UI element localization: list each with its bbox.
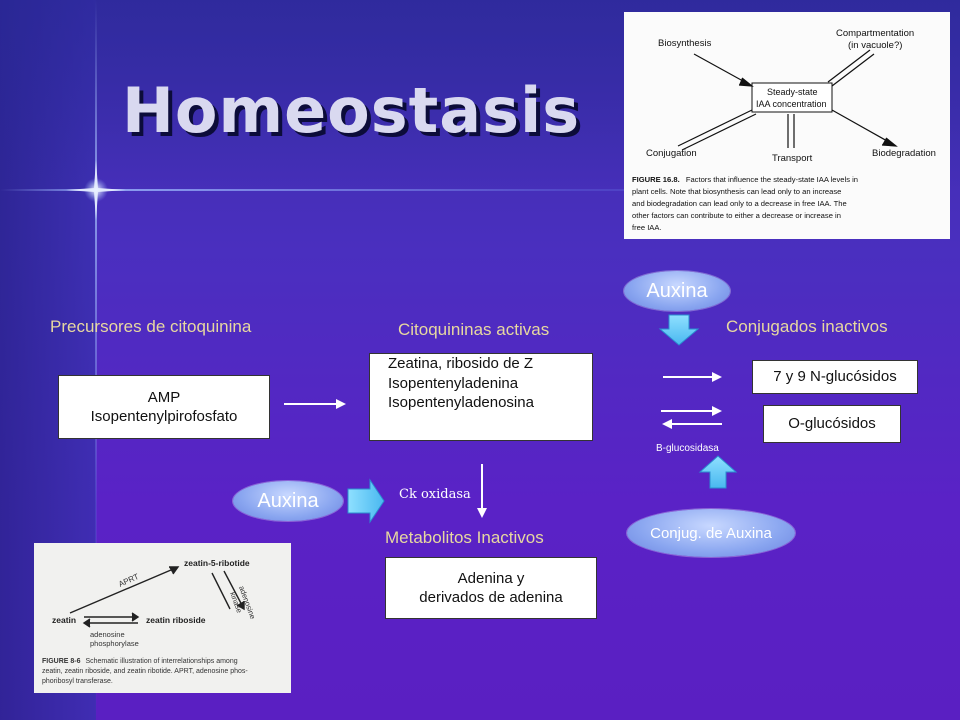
label-conjugados-inactivos: Conjugados inactivos <box>726 317 888 336</box>
label-b-glucosidasa: B-glucosidasa <box>656 443 719 454</box>
label-ck-oxidasa: Ck oxidasa <box>399 487 471 502</box>
box-adenina: Adenina y derivados de adenina <box>385 557 597 619</box>
fig2-zeatin-ribotide: zeatin-5-ribotide <box>184 558 250 568</box>
svg-text:FIGURE 16.8. Factors tha: FIGURE 16.8. Factors that influence the … <box>632 175 858 184</box>
ellipse-conjug-auxina: Conjug. de Auxina <box>627 509 795 557</box>
box-amp-line1: AMP <box>147 388 181 406</box>
fig-bottom-caption-label: FIGURE 8-6 <box>42 658 81 665</box>
fig2-zeatin: zeatin <box>52 615 76 625</box>
vertical-light-line <box>95 0 97 720</box>
ellipse-auxina-top: Auxina <box>624 271 730 311</box>
fig-top-caption-line3: and biodegradation can lead only to a de… <box>632 199 847 208</box>
box-zeatina: Zeatina, ribosido de Z Isopentenyladenin… <box>369 353 593 441</box>
fig-biosynthesis-label: Biosynthesis <box>658 38 712 49</box>
block-arrow-up-conjug <box>698 455 738 489</box>
block-arrow-right-auxina <box>347 478 385 524</box>
fig-top-caption-line1: Factors that influence the steady-state … <box>686 175 858 184</box>
fig-center-box <box>751 82 833 113</box>
fig-top-caption-line2: plant cells. Note that biosynthesis can … <box>632 187 841 196</box>
fig2-adenosine-phosphorylase-1: adenosine <box>90 630 125 639</box>
fig-top-caption-line4: other factors can contribute to either a… <box>632 211 841 220</box>
fig-bottom-caption-line1: Schematic illustration of interrelations… <box>85 658 237 665</box>
fig-compartmentation-sub: (in vacuole?) <box>848 40 902 51</box>
figure-16-8-panel: Biosynthesis Compartmentation (in vacuol… <box>624 12 950 239</box>
fig-top-arrows <box>677 49 898 151</box>
fig-transport-label: Transport <box>772 153 813 164</box>
svg-text:FIGURE 8-6 Schematic ill: FIGURE 8-6 Schematic illustration of int… <box>42 658 238 665</box>
fig-bottom-arrows <box>69 566 245 628</box>
fig-top-caption-label: FIGURE 16.8. <box>632 175 680 184</box>
box-adenina-line2: derivados de adenina <box>419 589 563 606</box>
fig-top-caption-line5: free IAA. <box>632 223 662 232</box>
box-amp-line2: Isopentenylpirofosfato <box>90 408 238 425</box>
box-o-glucosidos: O-glucósidos <box>763 405 901 443</box>
box-zeatina-line2: Isopentenyladenina <box>388 374 519 392</box>
fig-conjugation-label: Conjugation <box>646 148 697 159</box>
label-citoquininas-activas: Citoquininas activas <box>398 320 550 339</box>
box-zeatina-line1: Zeatina, ribosido de Z <box>388 355 534 372</box>
label-precursores: Precursores de citoquinina <box>50 317 252 336</box>
horizontal-light-line <box>0 189 960 191</box>
box-zeatina-line3: Isopentenyladenosina <box>388 394 534 411</box>
fig2-zeatin-riboside: zeatin riboside <box>146 615 206 625</box>
ellipse-auxina-left: Auxina <box>233 481 343 521</box>
label-metabolitos-inactivos: Metabolitos Inactivos <box>385 528 544 547</box>
figure-8-6-panel: zeatin-5-ribotide APRT adenosine kinase … <box>34 543 291 693</box>
sparkle-icon <box>66 160 126 220</box>
box-7-9-glucosidos: 7 y 9 N-glucósidos <box>752 360 918 394</box>
fig-bottom-caption-line3: phoribosyl transferase. <box>42 678 113 685</box>
block-arrow-down-auxina <box>658 314 700 346</box>
fig-center-line2: IAA concentration <box>756 99 827 109</box>
box-amp: AMP Isopentenylpirofosfato <box>58 375 270 439</box>
fig-center-line1: Steady-state <box>767 87 818 97</box>
fig-biodegradation-label: Biodegradation <box>872 148 936 159</box>
fig-bottom-caption-line2: zeatin, zeatin riboside, and zeatin ribo… <box>42 668 248 675</box>
slide-title: Homeostasis <box>122 74 581 147</box>
box-adenina-line1: Adenina y <box>457 569 525 587</box>
fig2-adenosine-phosphorylase-2: phosphorylase <box>90 639 139 648</box>
fig-compartmentation-label: Compartmentation <box>836 28 914 39</box>
